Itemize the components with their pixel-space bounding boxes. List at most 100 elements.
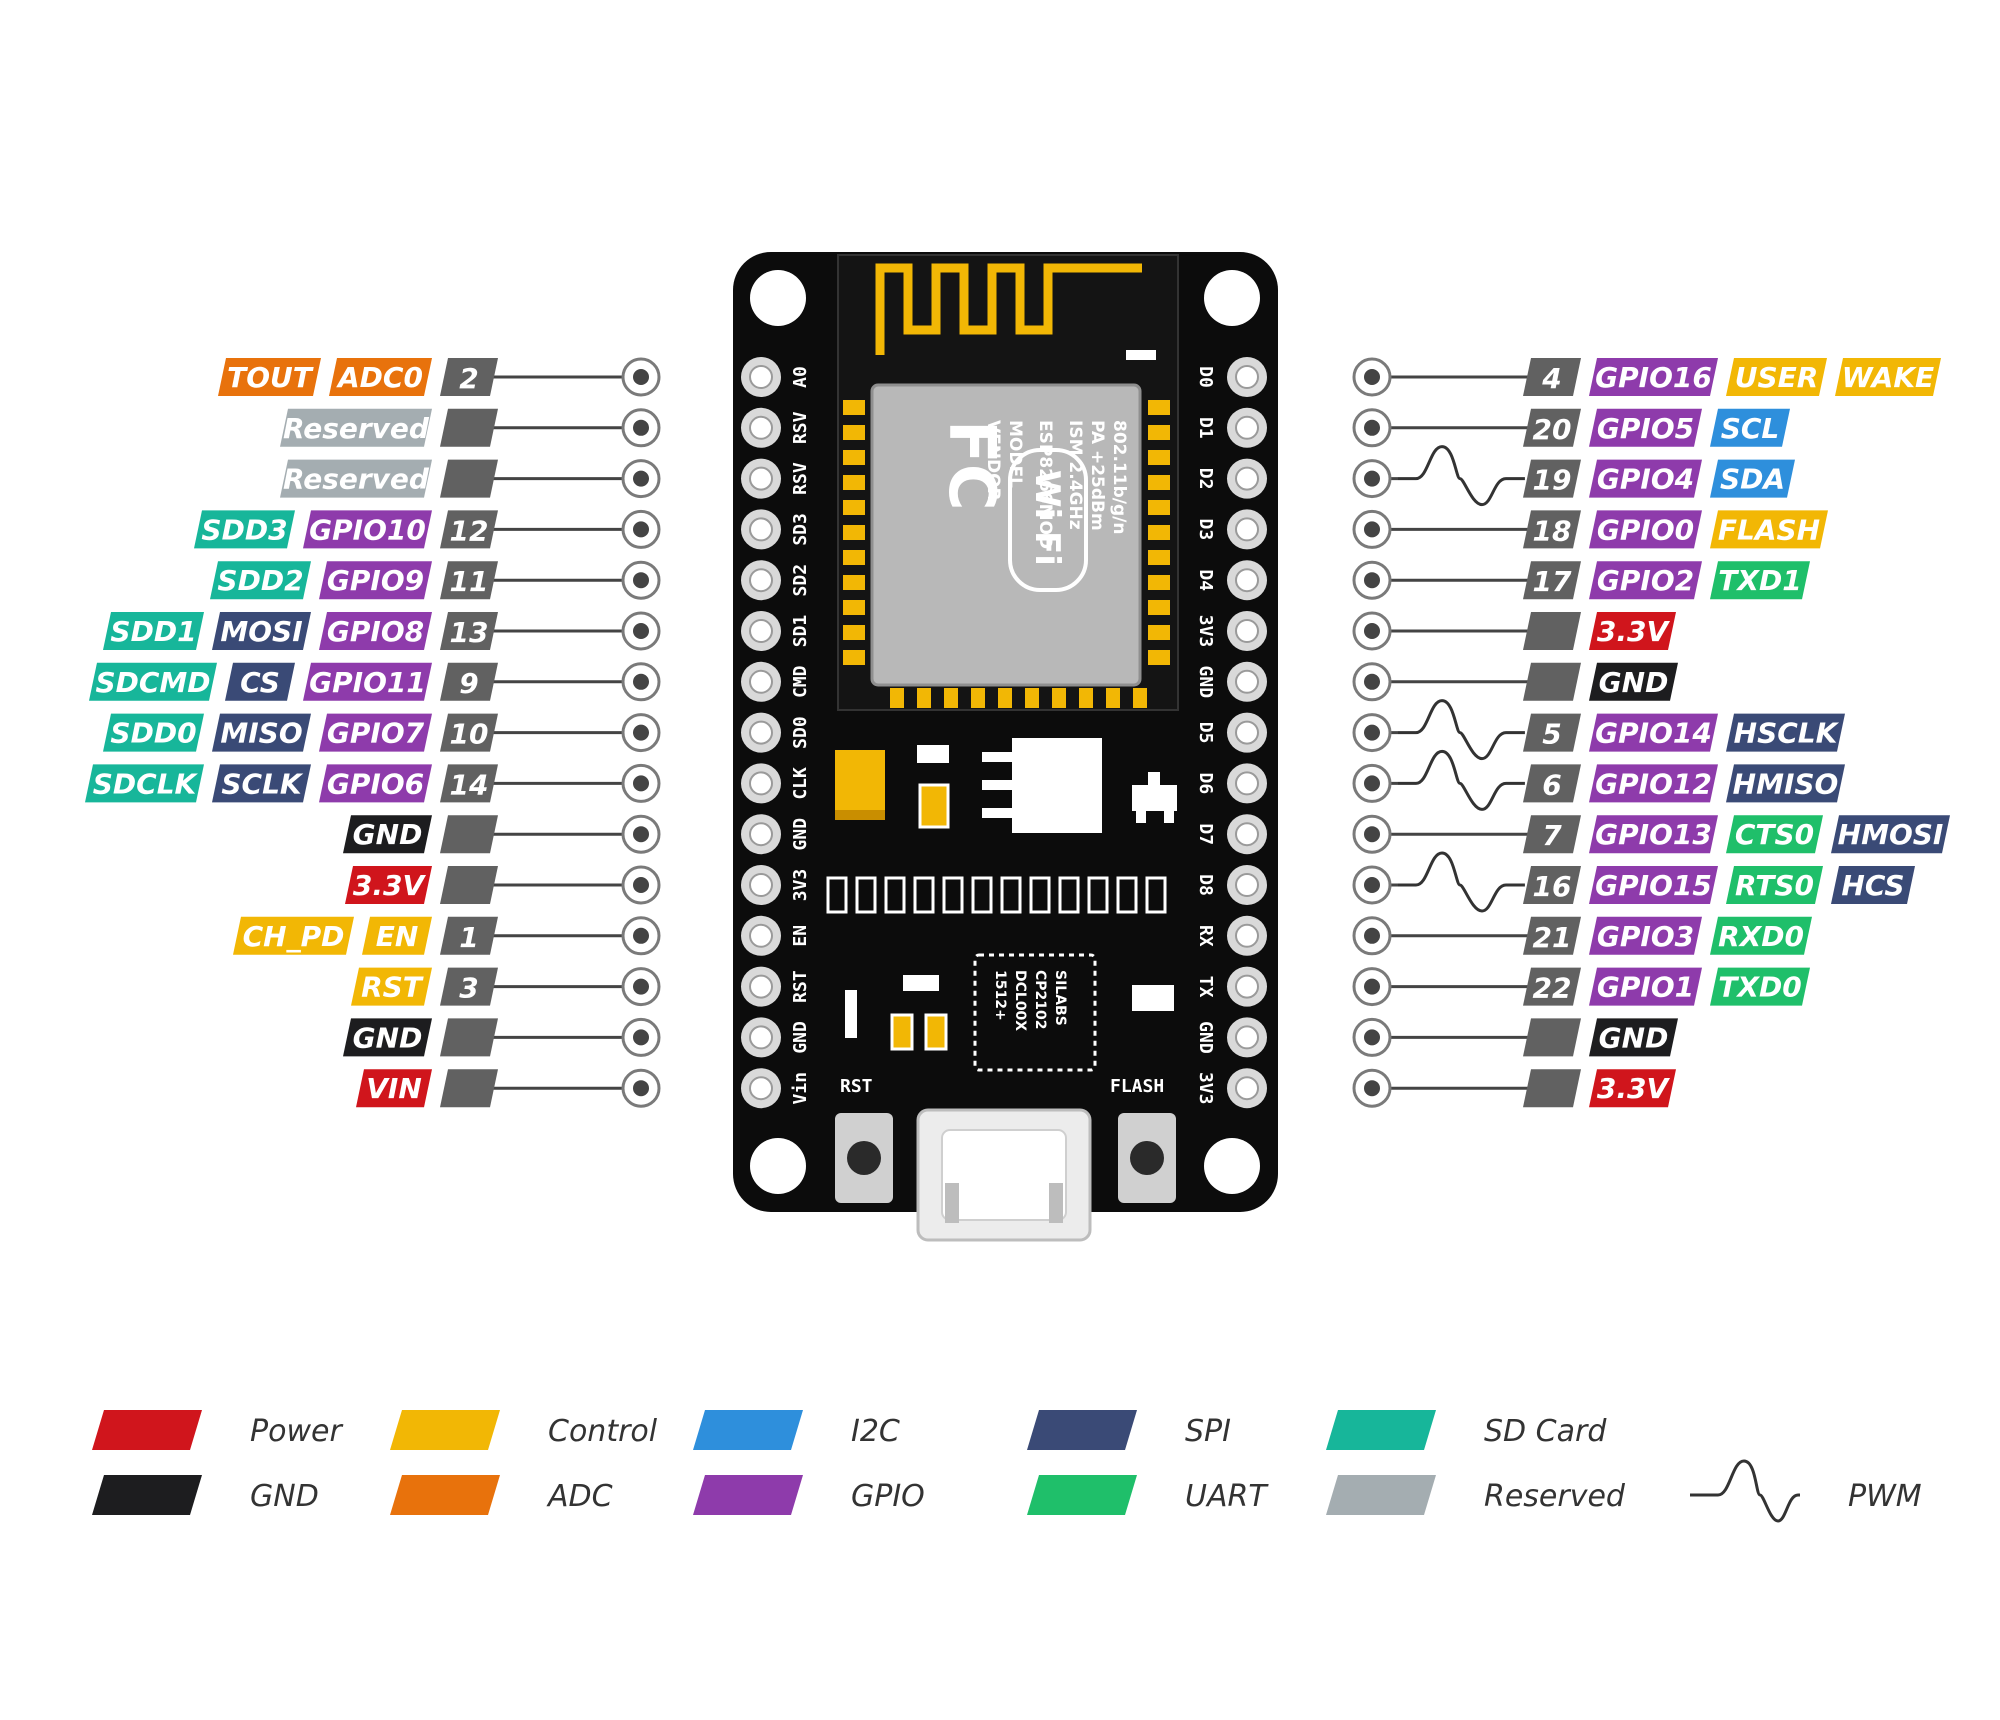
pin-number-badge — [440, 866, 498, 904]
chip-text-dcl: DCL00X — [1012, 970, 1028, 1031]
pin-tag-gpio: GPIO14 — [1589, 713, 1718, 752]
pin-connector-dot — [1364, 826, 1380, 843]
capacitor-small — [918, 783, 950, 829]
pin-number-background — [1523, 1018, 1581, 1057]
pin-tag-uart: TXD0 — [1710, 967, 1810, 1006]
usb-port-tab — [1049, 1183, 1063, 1223]
right-pin-row: GND — [1352, 662, 1678, 702]
pin-tag-label: GPIO12 — [1595, 767, 1712, 800]
led-small — [903, 975, 939, 991]
pin-connector-dot — [1364, 775, 1380, 792]
legend-swatch — [1326, 1410, 1436, 1450]
pin-number-badge: 19 — [1523, 459, 1581, 498]
pin-number-badge: 13 — [440, 612, 498, 650]
legend-label: Power — [250, 1414, 343, 1449]
rst-button-cap[interactable] — [847, 1141, 881, 1175]
pin-tag-label: GND — [353, 818, 423, 851]
silkscreen-label: D4 — [1195, 569, 1216, 591]
legend-swatch — [693, 1475, 803, 1515]
legend-item-reserved: Reserved — [1326, 1475, 1626, 1515]
pin-number-background — [440, 459, 498, 498]
pin-connector-dot — [633, 978, 649, 995]
module-pad — [1148, 625, 1170, 640]
pin-number-label: 11 — [450, 565, 489, 598]
module-pad — [843, 475, 865, 490]
pin-number-background — [1523, 815, 1581, 854]
header-pin-hole — [1235, 568, 1259, 593]
pin-tag-background — [1589, 967, 1702, 1006]
pin-tag-background — [1589, 662, 1678, 701]
module-pad — [843, 600, 865, 615]
left-pin-row: Reserved — [280, 408, 661, 448]
legend-label: SD Card — [1484, 1414, 1607, 1449]
pin-number-badge: 20 — [1523, 408, 1581, 447]
pin-tag-label: GPIO4 — [1597, 463, 1694, 496]
pin-tag-spi: MOSI — [212, 612, 311, 650]
module-pads — [843, 400, 1170, 708]
smd-resistor — [1000, 876, 1022, 914]
pin-connector-dot — [1364, 470, 1380, 487]
module-vendor-label: VENDOR — [983, 420, 1003, 501]
transistor-leg — [1136, 811, 1146, 823]
silkscreen-label: D1 — [1195, 417, 1216, 439]
pin-number-badge: 18 — [1523, 510, 1581, 549]
left-pin-row: GND — [343, 1017, 661, 1057]
pin-number-label: 12 — [450, 514, 489, 547]
pin-tag-label: RTS0 — [1735, 869, 1814, 902]
flash-button-cap[interactable] — [1130, 1141, 1164, 1175]
module-pad — [843, 500, 865, 515]
pin-tag-label: CTS0 — [1735, 818, 1814, 851]
silkscreen-label: 3V3 — [1195, 615, 1216, 648]
smd-resistor — [942, 876, 964, 914]
pin-tag-gpio: GPIO13 — [1589, 815, 1718, 854]
pin-tag-background — [212, 713, 311, 752]
pin-number-background — [1523, 1069, 1581, 1108]
pin-tag-gpio: GPIO15 — [1589, 866, 1718, 904]
pin-tag-background — [1589, 1069, 1676, 1108]
pin-tag-label: Reserved — [283, 463, 430, 496]
silkscreen-label: RX — [1195, 925, 1216, 947]
pin-tag-label: GND — [353, 1021, 423, 1054]
pin-tag-background — [103, 713, 204, 752]
pin-number-badge: 7 — [1523, 815, 1581, 854]
module-pad — [1148, 575, 1170, 590]
pin-tag-spi: MISO — [212, 713, 311, 752]
pin-tag-background — [345, 866, 432, 904]
pin-tag-label: CS — [240, 666, 280, 699]
left-pin-row: VIN — [356, 1068, 661, 1108]
pin-tag-background — [329, 358, 432, 396]
pin-tag-label: WAKE — [1842, 361, 1934, 394]
pin-number-background — [1523, 713, 1581, 752]
pin-connector-dot — [633, 623, 649, 639]
smd-resistor — [1116, 876, 1138, 914]
pin-connector-dot — [633, 673, 649, 690]
pin-number-background — [1523, 510, 1581, 549]
pin-tag-background — [362, 916, 432, 955]
transistor — [1132, 785, 1177, 811]
pin-tag-spi: HMISO — [1726, 764, 1845, 803]
pin-number-background — [440, 662, 498, 701]
pin-number-label: 6 — [1542, 768, 1561, 801]
right-pin-row: 3.3V — [1352, 1068, 1676, 1108]
pin-tag-background — [1589, 713, 1718, 752]
pin-number-background — [1523, 358, 1581, 396]
silkscreen-label: D3 — [1195, 519, 1216, 541]
pin-number-badge — [1523, 612, 1581, 650]
rst-button-label: RST — [840, 1076, 873, 1097]
pin-tag-background — [319, 764, 432, 803]
pin-tag-control: FLASH — [1710, 510, 1828, 549]
pin-number-badge: 9 — [440, 662, 498, 701]
header-pin-hole — [1235, 1076, 1259, 1101]
legend-item-pwm: PWM — [1690, 1459, 1922, 1523]
usb-port-slot — [941, 1129, 1067, 1221]
diode — [845, 990, 857, 1038]
pin-tag-label: HCS — [1841, 869, 1904, 902]
chip-text-cp2102: CP2102 — [1032, 970, 1048, 1030]
led — [917, 745, 949, 763]
legend-item-gnd: GND — [92, 1475, 319, 1515]
pin-tag-background — [1726, 713, 1845, 752]
